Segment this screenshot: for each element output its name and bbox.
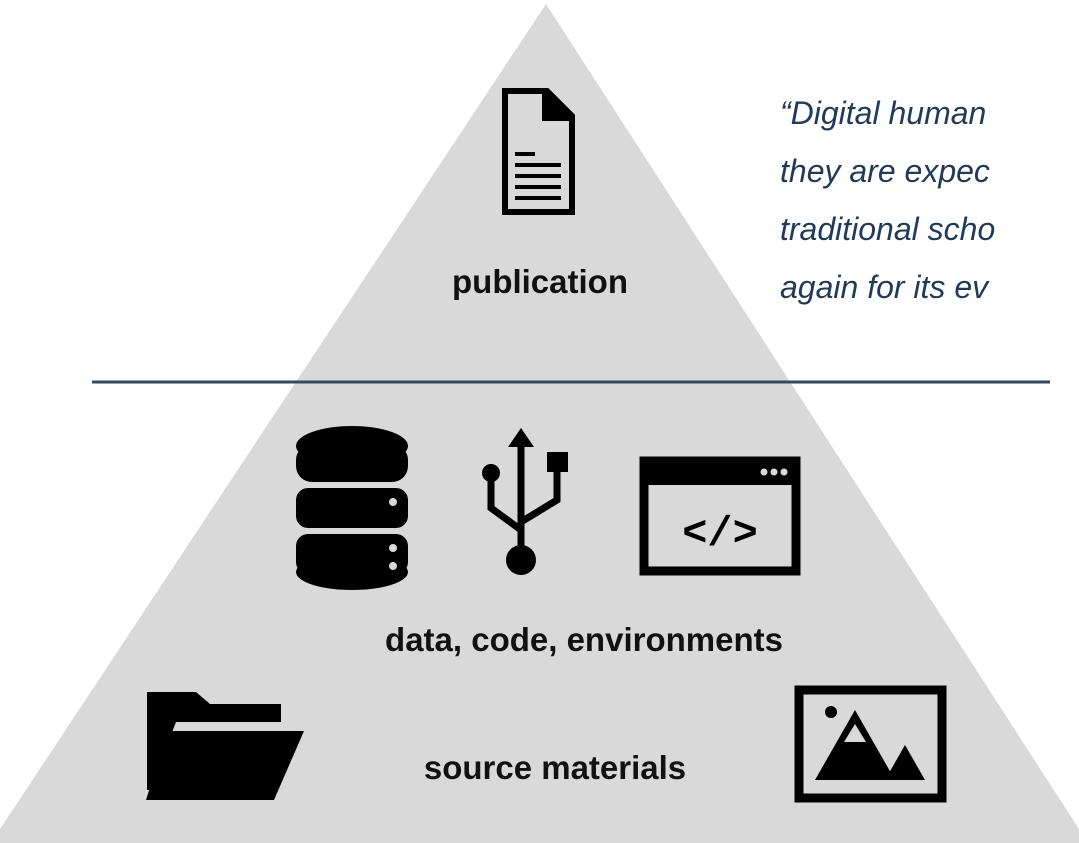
image-icon — [794, 685, 947, 803]
usb-icon-parts — [482, 428, 568, 575]
database-icon — [296, 426, 408, 590]
quote-line-3: traditional scho — [780, 211, 995, 247]
quote-line-4: again for its ev — [780, 269, 990, 305]
label-data-code-environments: data, code, environments — [385, 621, 783, 658]
label-publication: publication — [452, 263, 628, 300]
usb-icon — [487, 436, 561, 552]
quote: “Digital human they are expec traditiona… — [780, 95, 995, 305]
code-window-icon: </> — [639, 456, 801, 576]
folder-icon — [146, 692, 304, 800]
pyramid — [0, 4, 1079, 843]
quote-line-2: they are expec — [780, 153, 990, 189]
quote-line-1: “Digital human — [780, 95, 986, 131]
label-source-materials: source materials — [424, 749, 686, 786]
svg-text:</>: </> — [682, 510, 758, 558]
document-icon — [502, 88, 575, 215]
